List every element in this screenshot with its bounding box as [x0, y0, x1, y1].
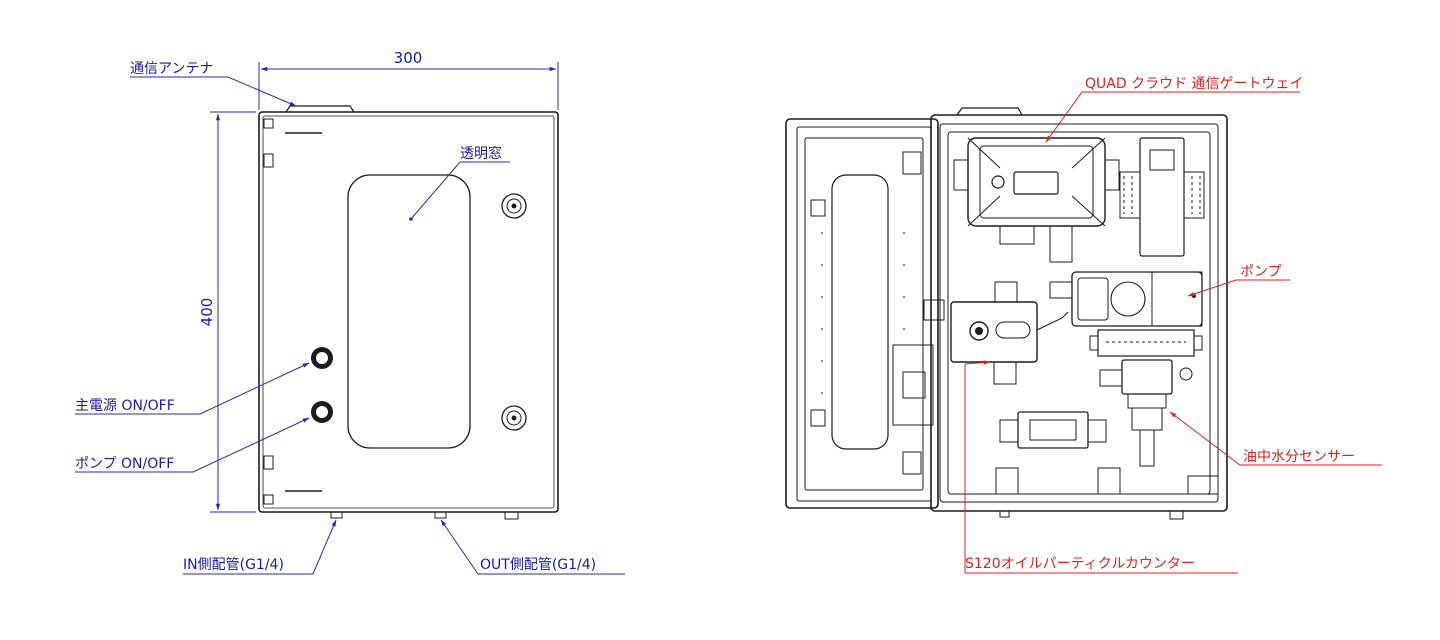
leader-in-pipe — [183, 519, 337, 575]
label-pump-switch: ポンプ ON/OFF — [75, 456, 174, 472]
leader-pump-switch — [75, 417, 310, 473]
door-switch-bracket — [902, 451, 922, 475]
cloud-gateway — [953, 137, 1120, 263]
width-dimension: 300 — [394, 49, 423, 67]
height-dimension: 400 — [198, 298, 216, 327]
door-switch-block — [892, 344, 934, 426]
window-dot — [409, 217, 413, 221]
door-inner-2 — [804, 137, 924, 491]
particle-counter-unit — [950, 281, 1069, 385]
label-window: 透明窓 — [460, 145, 502, 162]
front-view: 300 400 通信アンテナ 透明窓 主電源 ON/OFF ポンプ ON/OFF… — [75, 49, 625, 575]
door-clip — [810, 199, 826, 217]
door-hinge — [923, 299, 945, 321]
label-pump: ポンプ — [1240, 264, 1282, 280]
hinge — [263, 494, 274, 505]
pump-assembly — [1049, 271, 1203, 327]
leader-main-power — [75, 362, 310, 415]
water-sensor-unit — [1099, 359, 1193, 467]
label-antenna: 通信アンテナ — [130, 61, 213, 77]
leader-pump — [1187, 279, 1290, 297]
leader-antenna — [130, 76, 297, 107]
enclosure-body — [930, 114, 1228, 512]
label-out-pipe: OUT側配管(G1/4) — [480, 557, 596, 573]
door-switch-bracket — [902, 151, 922, 175]
transparent-window — [347, 174, 471, 449]
leader-particle-counter-end — [964, 360, 991, 365]
fitting — [1097, 467, 1121, 495]
antenna-shape — [285, 105, 355, 113]
hinge — [263, 118, 274, 129]
door-switch — [902, 371, 926, 399]
leader-out-pipe — [440, 519, 625, 575]
leader-window — [410, 161, 510, 220]
door-clip — [810, 409, 826, 427]
terminal-block — [1089, 329, 1203, 357]
hinge — [263, 153, 274, 168]
interior-view: QUAD クラウド 通信ゲートウェイ ポンプ 油中水分センサー S120オイルパ… — [785, 76, 1382, 574]
drain-port — [1169, 510, 1184, 520]
fitting — [995, 467, 1019, 495]
in-pipe-port — [330, 511, 343, 519]
enclosure-rim — [939, 123, 1219, 503]
flow-block — [999, 411, 1107, 449]
fitting — [1187, 475, 1219, 495]
leader-gateway — [1045, 91, 1300, 143]
open-door — [785, 118, 939, 509]
out-pipe-port — [434, 511, 447, 519]
leader-particle-counter — [964, 364, 1238, 574]
drain-port — [504, 511, 519, 520]
enclosure-front — [258, 111, 559, 513]
hinge — [263, 455, 274, 470]
label-water-sensor: 油中水分センサー — [1243, 449, 1355, 465]
lock-bottom — [501, 405, 527, 431]
antenna-shape-interior — [956, 107, 1023, 116]
label-in-pipe: IN側配管(G1/4) — [183, 557, 284, 573]
lock-top — [501, 193, 527, 219]
door-inner — [796, 126, 932, 502]
enclosure-front-inner-edge — [262, 115, 555, 509]
main-power-switch — [311, 347, 333, 369]
mount-plate — [947, 131, 1211, 495]
power-supply — [1119, 137, 1205, 257]
in-pipe-port — [999, 510, 1010, 518]
pump-switch — [311, 401, 333, 423]
label-main-power: 主電源 ON/OFF — [75, 398, 175, 414]
label-particle-counter: S120オイルパーティクルカウンター — [965, 556, 1195, 572]
label-gateway: QUAD クラウド 通信ゲートウェイ — [1085, 76, 1304, 92]
door-window — [831, 174, 889, 450]
leader-water-sensor — [1169, 411, 1382, 466]
